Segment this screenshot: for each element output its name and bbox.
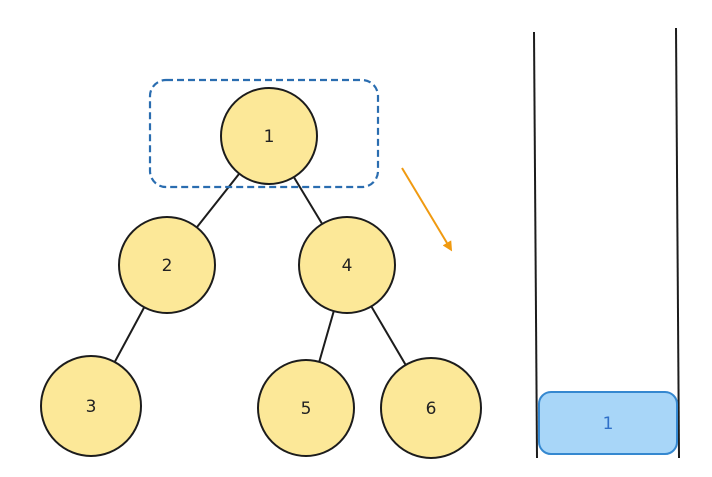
stack-left-wall bbox=[533, 31, 538, 459]
node-label: 1 bbox=[264, 127, 275, 147]
stack-items: 1 bbox=[538, 391, 678, 455]
tree-node-2: 2 bbox=[118, 216, 216, 314]
tree-node-1: 1 bbox=[220, 87, 318, 185]
node-label: 5 bbox=[301, 399, 312, 419]
tree-node-4: 4 bbox=[298, 216, 396, 314]
node-circle bbox=[257, 359, 355, 457]
node-circle bbox=[220, 87, 318, 185]
current-node-highlight-box bbox=[148, 78, 380, 189]
node-label: 4 bbox=[342, 256, 353, 276]
tree-node-5: 5 bbox=[257, 359, 355, 457]
tree-nodes: 1 2 4 3 5 6 bbox=[40, 87, 482, 459]
tree-node-6: 6 bbox=[380, 357, 482, 459]
tree-node-3: 3 bbox=[40, 355, 142, 457]
node-circle bbox=[380, 357, 482, 459]
stack-right-wall bbox=[675, 27, 680, 459]
push-arrow bbox=[401, 167, 453, 252]
stack-item-label: 1 bbox=[603, 414, 614, 434]
stack-item-1: 1 bbox=[538, 391, 678, 455]
stack-container: 1 bbox=[533, 27, 680, 459]
node-label: 3 bbox=[86, 397, 97, 417]
node-circle bbox=[118, 216, 216, 314]
node-circle bbox=[298, 216, 396, 314]
node-circle bbox=[40, 355, 142, 457]
node-label: 2 bbox=[162, 256, 173, 276]
node-label: 6 bbox=[426, 399, 437, 419]
stack-item-box bbox=[538, 391, 678, 455]
